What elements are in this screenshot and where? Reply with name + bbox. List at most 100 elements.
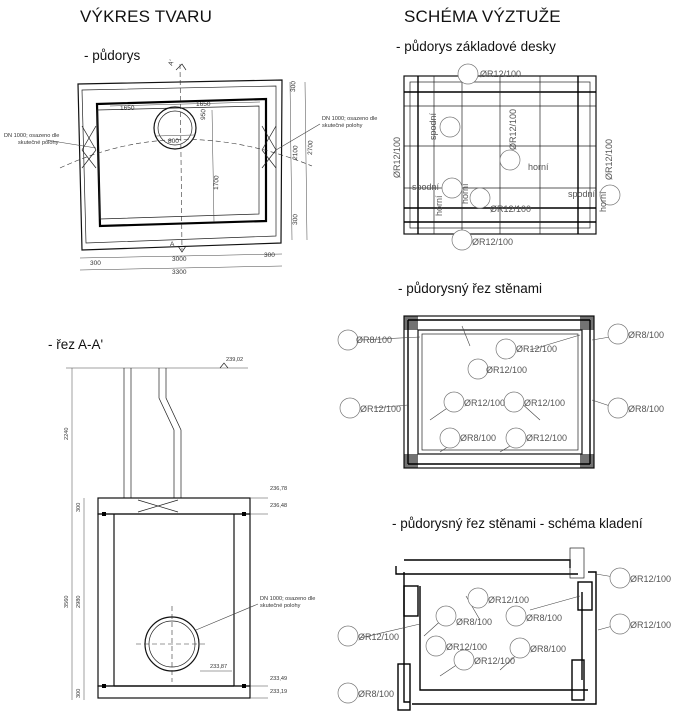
plan-note-left-2: skutečné polohy xyxy=(18,140,59,146)
lay-bar-label-10: ØR8/100 xyxy=(358,689,394,699)
lay-bar-outer-1 xyxy=(412,571,597,705)
section-level-pipe: 233,87 xyxy=(210,664,227,670)
section-shaft-right-outer xyxy=(165,368,182,498)
plan-dim-800: 800 xyxy=(168,138,179,145)
plan-slab-edge xyxy=(81,85,277,244)
lay-bar-label-8: ØR8/100 xyxy=(530,644,566,654)
plan-dim-line-top xyxy=(109,101,261,107)
wall-bubble-3 xyxy=(495,338,517,360)
wall-bar-label-8: ØR8/100 xyxy=(628,404,664,414)
lay-bubble-5 xyxy=(337,625,359,647)
wall-bar-label-3: ØR12/100 xyxy=(516,344,557,354)
slab-bubble-3 xyxy=(499,149,521,171)
slab-bars-vertical xyxy=(417,76,579,234)
slab-bubble-1 xyxy=(457,63,479,85)
plan-dim-950: 950 xyxy=(200,109,207,120)
lay-bubble-1 xyxy=(609,567,631,589)
wall-laying-view: ØR12/100 ØR12/100 ØR8/100 ØR8/100 ØR12/1… xyxy=(337,547,671,711)
lay-bar-bottom-1 xyxy=(419,586,588,691)
plan-hatch-left xyxy=(81,125,97,169)
plan-dim-1650-b: 1650 xyxy=(196,101,211,108)
section-level-marker-top xyxy=(219,362,229,369)
slab-label-horni-4: horní xyxy=(598,191,608,212)
slab-bubble-2 xyxy=(439,116,461,138)
slab-bar-label-4: ØR12/100 xyxy=(604,139,614,180)
lay-bar-hook-bl xyxy=(397,663,411,711)
section-shaft-right-inner xyxy=(158,368,175,498)
plan-dim-line-right1 xyxy=(289,81,293,241)
base-slab-view: ØR12/100 ØR12/100 ØR12/100 ØR12/100 ØR12… xyxy=(392,63,621,251)
slab-bubble-4 xyxy=(441,177,463,199)
lay-bar-top-2 xyxy=(404,559,571,568)
plan-manhole-inner xyxy=(157,110,193,146)
wall-corner-4 xyxy=(580,454,594,468)
plan-hatch-right xyxy=(261,125,277,169)
wall-bar-label-6: ØR12/100 xyxy=(464,398,505,408)
section-dim-2240: 2240 xyxy=(64,428,70,440)
title-right: SCHÉMA VÝZTUŽE xyxy=(404,7,561,26)
slab-label-horni-1: horní xyxy=(528,162,549,172)
wall-corner-1 xyxy=(404,316,418,330)
title-left: VÝKRES TVARU xyxy=(80,7,212,26)
wall-inner-face xyxy=(421,333,579,451)
plan-dim-1650-a: 1650 xyxy=(120,105,135,112)
lay-bar-label-2: ØR12/100 xyxy=(488,595,529,605)
section-level-3: 236,48 xyxy=(270,503,287,509)
plan-dim-300-c: 300 xyxy=(90,260,101,267)
plan-dim-line-right2 xyxy=(304,81,308,241)
plan-note-right-2: skutečné polohy xyxy=(322,123,363,129)
slab-label-horni-2: horní xyxy=(460,183,470,204)
plan-wall-face xyxy=(96,105,260,220)
wall-bar-label-2: ØR12/100 xyxy=(486,365,527,375)
section-dim-2980: 2980 xyxy=(76,596,82,608)
wall-bubble-9 xyxy=(439,427,461,449)
section-level-5: 233,19 xyxy=(270,689,287,695)
plan-manhole-circle xyxy=(153,106,197,150)
lay-bar-hook-r xyxy=(577,581,593,611)
lay-bar-left-1 xyxy=(403,572,410,703)
wall-bar-label-5: ØR12/100 xyxy=(360,404,401,414)
wall-outline xyxy=(403,315,595,469)
plan-note-right-1: DN 1000; osazeno dle xyxy=(322,116,377,122)
plan-pipe-arc xyxy=(59,139,313,169)
wall-bar-label-9: ØR8/100 xyxy=(460,433,496,443)
wall-bar-label-4: ØR8/100 xyxy=(628,330,664,340)
plan-dim-2100: 2100 xyxy=(292,145,300,160)
plan-section-arrow-top xyxy=(175,63,187,71)
lay-bubble-6 xyxy=(609,613,631,635)
lay-bubble-8 xyxy=(509,637,531,659)
lay-bar-label-3: ØR8/100 xyxy=(456,617,492,627)
section-view: 239,02 236,78 236,48 233,87 xyxy=(64,357,315,700)
subtitle-plan: - půdorys xyxy=(84,48,141,63)
wall-bubble-7 xyxy=(503,391,525,413)
section-cover-slab xyxy=(97,497,251,515)
plan-section-mark-top: A' xyxy=(167,59,175,67)
wall-bubble-10 xyxy=(505,427,527,449)
wall-section-view: ØR8/100 ØR12/100 ØR12/100 ØR8/100 ØR12/1… xyxy=(337,315,664,469)
plan-dim-line-bottom2 xyxy=(79,265,283,271)
plan-dim-2700: 2700 xyxy=(307,140,315,155)
slab-bar-label-6: ØR12/100 xyxy=(490,204,531,214)
plan-section-mark-bottom: A xyxy=(170,241,175,248)
wall-bar-label-7: ØR12/100 xyxy=(524,398,565,408)
plan-dim-line-800 xyxy=(155,134,195,137)
plan-dim-3000: 3000 xyxy=(172,256,187,263)
plan-dim-line-bottom1 xyxy=(79,253,283,259)
wall-corner-3 xyxy=(404,454,418,468)
section-note-leader xyxy=(195,603,259,631)
lay-bubble-3 xyxy=(435,605,457,627)
lay-bar-top-1 xyxy=(395,566,578,575)
subtitle-section: - řez A-A' xyxy=(48,337,103,352)
section-level-2: 236,78 xyxy=(270,486,287,492)
plan-note-left-leader xyxy=(45,139,97,149)
subtitle-wall-laying: - půdorysný řez stěnami - schéma kladení xyxy=(392,516,643,531)
lay-bubble-9 xyxy=(425,635,447,657)
plan-dim-line-1700 xyxy=(211,109,215,223)
section-bar-dot-4 xyxy=(242,684,246,688)
slab-bubble-7 xyxy=(599,184,621,206)
lay-bar-label-4: ØR8/100 xyxy=(526,613,562,623)
slab-bar-label-1: ØR12/100 xyxy=(480,69,521,79)
section-bar-dot-2 xyxy=(242,512,246,516)
lay-bubble-10 xyxy=(337,682,359,704)
section-dim-3560: 3560 xyxy=(64,596,70,608)
